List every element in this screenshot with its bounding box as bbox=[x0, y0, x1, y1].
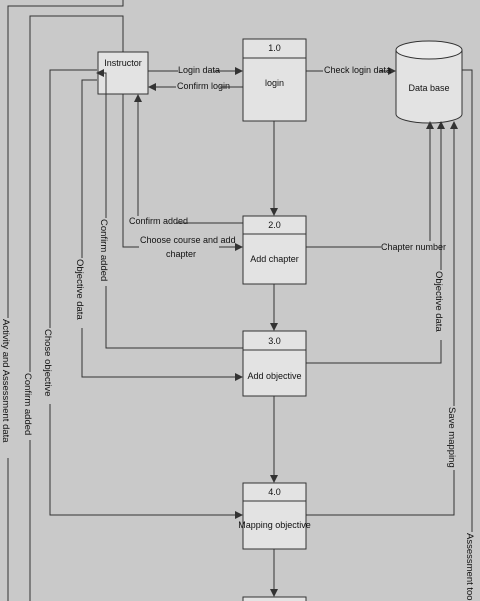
flow-activity-assessment bbox=[7, 0, 124, 601]
label-chose-objective: Chose objective bbox=[42, 329, 53, 397]
label-chapter-number: Chapter number bbox=[381, 242, 446, 252]
flow-save-mapping bbox=[306, 121, 458, 516]
process-login-name: login bbox=[265, 78, 284, 88]
process-add-objective-name: Add objective bbox=[247, 371, 301, 381]
process-add-chapter-id: 2.0 bbox=[268, 220, 281, 230]
label-objective-data-right: Objective data bbox=[433, 271, 444, 332]
database-label: Data base bbox=[408, 83, 449, 93]
process-add-objective: 3.0 Add objective bbox=[242, 330, 307, 397]
label-choose-course-line2: chapter bbox=[166, 249, 196, 259]
process-add-chapter: 2.0 Add chapter bbox=[242, 215, 307, 285]
label-objective-data-left: Objective data bbox=[74, 259, 85, 320]
instructor-label: Instructor bbox=[104, 58, 142, 68]
process-mapping-objective-id: 4.0 bbox=[268, 487, 281, 497]
process-next-partial bbox=[242, 596, 307, 601]
label-confirm-added-far: Confirm added bbox=[22, 373, 33, 435]
label-confirm-login: Confirm login bbox=[177, 81, 230, 91]
process-login-id: 1.0 bbox=[268, 43, 281, 53]
label-check-login-data: Check login data bbox=[324, 65, 391, 75]
process-add-chapter-name: Add chapter bbox=[250, 254, 299, 264]
database-store: Data base bbox=[395, 40, 463, 124]
process-add-objective-id: 3.0 bbox=[268, 336, 281, 346]
label-save-mapping: Save mapping bbox=[446, 407, 457, 468]
process-login: 1.0 login bbox=[242, 38, 307, 122]
flow-chose-objective bbox=[49, 69, 243, 519]
label-assessment-tool: Assessment tool bbox=[464, 533, 475, 601]
process-mapping-objective-name: Mapping objective bbox=[238, 520, 311, 530]
flow-objective-data-right bbox=[306, 121, 445, 364]
flow-confirm-added-far bbox=[29, 15, 124, 601]
label-choose-course-line1: Choose course and add bbox=[140, 235, 236, 245]
label-confirm-added-objective: Confirm added bbox=[98, 219, 109, 281]
flow-confirm-added-chapter bbox=[134, 94, 243, 224]
flow-objective-data-left bbox=[81, 79, 243, 381]
label-activity-assessment: Activity and Assessment data bbox=[0, 319, 11, 443]
flow-labels: Login data Confirm login Check login dat… bbox=[128, 64, 446, 259]
flow-assessment-tool bbox=[462, 69, 473, 601]
label-confirm-added-chapter: Confirm added bbox=[129, 216, 188, 226]
vertical-flow-labels: Confirm added Objective data Objective d… bbox=[0, 218, 476, 601]
flow-chapter-number bbox=[306, 121, 434, 248]
process-mapping-objective: 4.0 Mapping objective bbox=[238, 482, 311, 550]
label-login-data: Login data bbox=[178, 65, 220, 75]
flow-confirm-added-objective bbox=[96, 69, 243, 349]
